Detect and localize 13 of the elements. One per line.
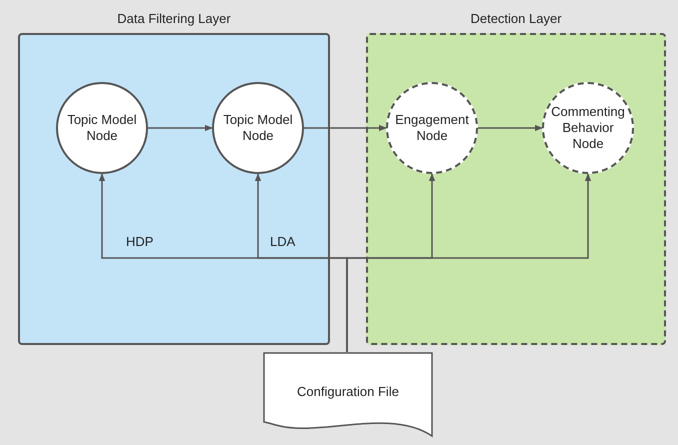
- arrow: [148, 124, 213, 132]
- edge-label: LDA: [270, 234, 296, 249]
- node-circle: Engagement Node: [386, 82, 478, 174]
- layer-title: Data Filtering Layer: [116, 11, 232, 26]
- document-shape: Configuration File: [263, 352, 433, 438]
- node-circle: Commenting Behavior Node: [542, 82, 634, 174]
- arrow: [304, 124, 387, 132]
- node-circle: Topic Model Node: [212, 82, 304, 174]
- edge-label: HDP: [126, 234, 154, 249]
- arrow: [478, 124, 543, 132]
- node-circle: Topic Model Node: [56, 82, 148, 174]
- layer-title: Detection Layer: [469, 11, 563, 26]
- arrow: [346, 173, 592, 352]
